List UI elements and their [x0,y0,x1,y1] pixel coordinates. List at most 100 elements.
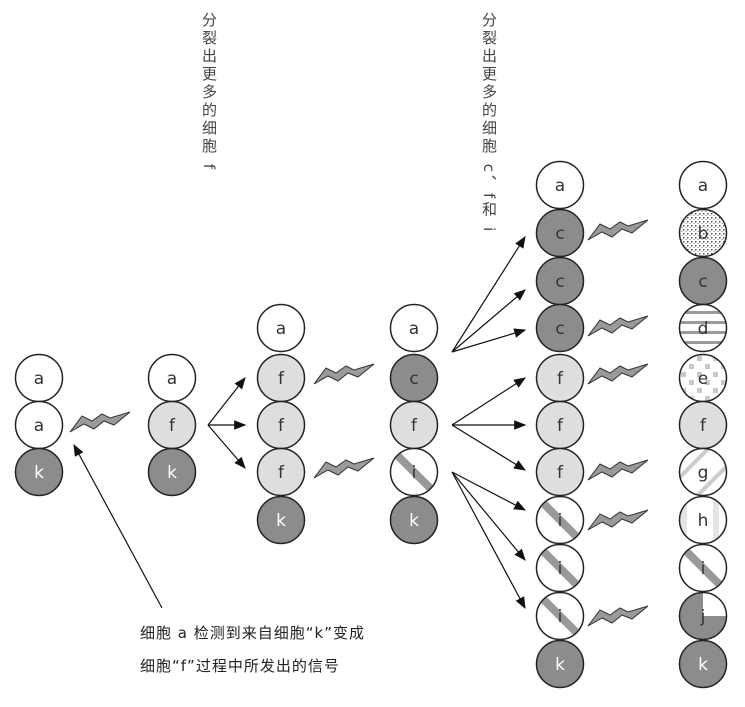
signal-bolt-icon [313,363,375,385]
cell-f: f [535,400,585,450]
cell-c: c [678,256,728,306]
cell-label: f [278,416,285,436]
cell-k: k [678,639,728,689]
signal-bolt-icon [587,605,649,627]
arrow [73,443,163,609]
cell-i: i [535,495,585,545]
cell-f: f [678,400,728,450]
cell-a: a [256,303,306,353]
cell-a: a [678,160,728,210]
cell-label: k [167,463,177,483]
arrow [207,377,246,426]
cell-k: k [14,447,64,497]
cell-label: k [555,655,565,675]
cell-k: k [147,447,197,497]
cell-label: g [698,463,709,483]
signal-bolt-icon [69,411,131,433]
cell-a: a [389,303,439,353]
cell-label: k [409,511,419,531]
cell-g: g [678,447,728,497]
cell-label: c [409,369,418,389]
cell-c: c [389,353,439,403]
cell-label: f [557,463,564,483]
signals-layer [69,219,649,627]
cell-c: c [535,256,585,306]
arrow [451,471,527,511]
cell-label: b [698,224,709,244]
cell-f: f [256,400,306,450]
cell-label: c [698,272,707,292]
cell-label: f [700,416,707,436]
cell-label: f [411,416,418,436]
signal-bolt-icon [587,219,649,241]
cell-label: i [558,559,563,579]
cell-label: f [278,463,285,483]
cell-a: a [14,400,64,450]
cell-label: a [698,176,708,196]
arrow [451,235,526,353]
signal-bolt-icon [587,363,649,385]
cell-e: e [678,353,728,403]
cell-label: d [698,319,709,339]
arrow [207,424,246,469]
cell-h: h [678,495,728,545]
cell-label: a [34,416,44,436]
cell-f: f [535,447,585,497]
cell-j: j [678,591,728,641]
cell-label: c [555,224,564,244]
cell-k: k [535,639,585,689]
cell-c: c [535,303,585,353]
cell-label: h [698,511,709,531]
cell-i: i [535,591,585,641]
arrow [451,289,526,353]
cell-label: i [558,511,563,531]
signal-bolt-icon [587,315,649,337]
cell-d: d [678,303,728,353]
cell-i: i [389,447,439,497]
cell-label: k [276,511,286,531]
cell-label: i [701,559,706,579]
signal-bolt-icon [587,459,649,481]
cell-k: k [256,495,306,545]
cell-f: f [256,353,306,403]
signal-bolt-icon [313,457,375,479]
cell-i: i [535,543,585,593]
cell-label: k [34,463,44,483]
cell-label: f [278,369,285,389]
arrow [451,471,526,610]
signal-bolt-icon [587,509,649,531]
cell-f: f [535,353,585,403]
cell-label: f [557,416,564,436]
cell-label: a [409,319,419,339]
cell-label: k [698,655,708,675]
cell-label: a [555,176,565,196]
arrow [451,377,527,426]
cell-label: j [700,607,706,627]
cell-a: a [14,353,64,403]
cell-label: c [555,272,564,292]
cell-c: c [535,208,585,258]
arrows-layer [73,235,527,610]
cell-label: f [557,369,564,389]
cell-i: i [678,543,728,593]
cell-label: i [558,607,563,627]
arrow [451,424,527,471]
cell-f: f [147,400,197,450]
cell-label: i [412,463,417,483]
caption-line-1: 细胞 a 检测到来自细胞“k”变成 [140,624,365,642]
arrow [451,471,526,561]
caption-line-2: 细胞“f”过程中所发出的信号 [140,657,340,675]
cell-label: c [555,319,564,339]
cell-label: a [167,369,177,389]
annotation-divide-f: 分裂出更多的细胞 f [200,12,218,173]
cell-a: a [147,353,197,403]
cell-label: a [34,369,44,389]
cell-label: a [276,319,286,339]
cell-b: b [678,208,728,258]
arrow [451,328,527,353]
cell-label: e [698,369,708,389]
cell-f: f [389,400,439,450]
